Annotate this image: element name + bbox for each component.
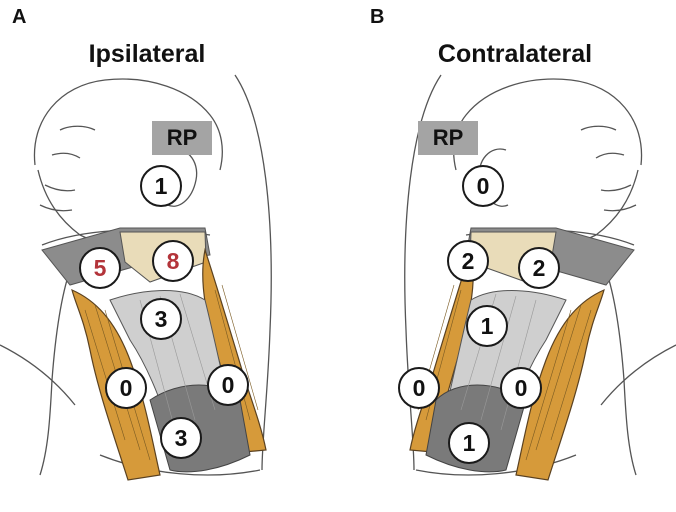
panel-b-node-3: 2: [518, 247, 560, 289]
panel-b-letter: B: [370, 6, 385, 28]
panel-a-node-5: 0: [105, 367, 147, 409]
panel-a-node-1: 1: [140, 165, 182, 207]
panel-b-node-6: 0: [500, 367, 542, 409]
panel-b-node-5: 0: [398, 367, 440, 409]
panel-a-node-4: 3: [140, 298, 182, 340]
panel-a-rp-box: RP: [152, 121, 212, 155]
panel-a-node-2: 5: [79, 247, 121, 289]
panel-b-rp-box: RP: [418, 121, 478, 155]
panel-a-illustration: [0, 74, 272, 476]
panel-a-node-7: 3: [160, 417, 202, 459]
panel-a-title: Ipsilateral: [88, 40, 206, 68]
panel-a-letter: A: [12, 6, 27, 28]
panel-b-node-7: 1: [448, 422, 490, 464]
panel-b-node-4: 1: [466, 305, 508, 347]
panel-b-node-2: 2: [447, 240, 489, 282]
panel-b-title: Contralateral: [437, 40, 593, 68]
panel-a-node-6: 0: [207, 364, 249, 406]
panel-a-node-3: 8: [152, 240, 194, 282]
panel-b-node-1: 0: [462, 165, 504, 207]
